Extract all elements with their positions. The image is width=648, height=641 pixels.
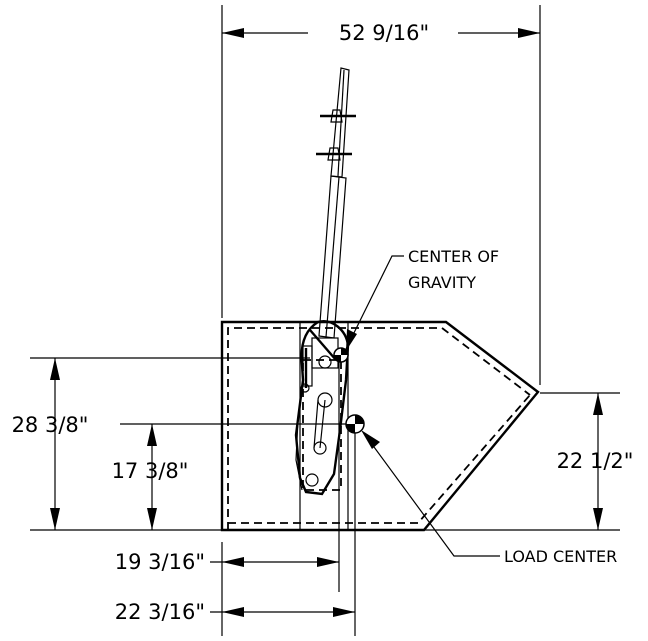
hitch-mechanism — [294, 320, 350, 496]
dim-height-17: 17 3/8" — [112, 424, 189, 530]
load-center-label: LOAD CENTER — [504, 547, 617, 566]
center-of-gravity-leader — [345, 255, 404, 351]
bucket-body — [220, 320, 540, 532]
dim-overall-width-label: 52 9/16" — [339, 21, 429, 45]
dim-height-17-label: 17 3/8" — [112, 459, 189, 483]
dim-height-22: 22 1/2" — [557, 393, 634, 530]
extension-lines — [30, 5, 620, 636]
dim-height-28-label: 28 3/8" — [12, 413, 89, 437]
load-center-marker — [345, 414, 365, 434]
lever-handle — [316, 67, 356, 339]
dim-width-22-label: 22 3/16" — [115, 600, 205, 624]
dim-width-19-label: 19 3/16" — [115, 550, 205, 574]
center-of-gravity-marker — [333, 347, 349, 363]
center-of-gravity-label-line1: CENTER OF — [408, 247, 499, 266]
center-of-gravity-label-line2: GRAVITY — [408, 273, 476, 292]
dim-height-22-label: 22 1/2" — [557, 449, 634, 473]
load-center-leader — [361, 430, 500, 557]
dim-width-22: 22 3/16" — [115, 600, 355, 624]
dim-height-28: 28 3/8" — [12, 358, 89, 530]
dim-overall-width: 52 9/16" — [222, 21, 540, 45]
dim-width-19: 19 3/16" — [115, 550, 339, 574]
